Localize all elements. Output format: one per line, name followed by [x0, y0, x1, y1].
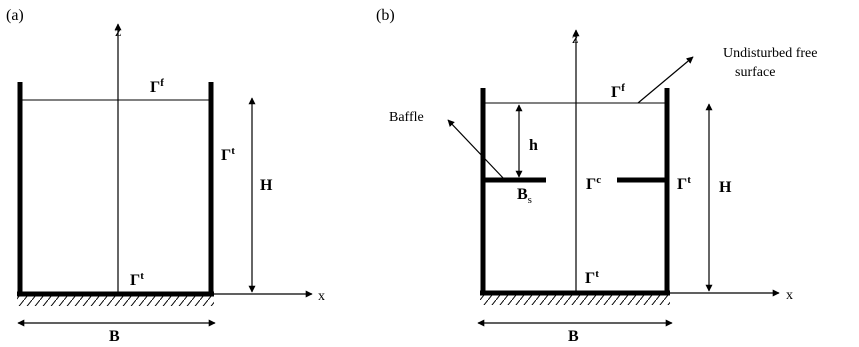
panel-b-free-surface-pointer — [637, 56, 694, 104]
panel-b-baffle-depth-label: h — [529, 137, 538, 154]
panel-b-baffle-label: Bs — [517, 186, 532, 206]
panel-a-width-label: B — [109, 328, 120, 345]
panel-b-ground-hatch — [480, 295, 670, 305]
panel-b-baffle-pointer — [447, 119, 506, 181]
panel-b-free-surface-note-line1: Undisturbed free — [723, 46, 817, 61]
panel-b-x-label: x — [786, 288, 793, 303]
panel-b: (b) z x Undisturbed free surface Baffle … — [376, 7, 817, 345]
panel-b-center-label: Γc — [586, 174, 601, 193]
panel-b-wall-label: Γt — [677, 174, 691, 193]
panel-b-free-surface-label: Γf — [611, 82, 625, 101]
panel-b-baffle-note: Baffle — [389, 110, 424, 125]
panel-a-bottom-label: Γt — [130, 270, 144, 289]
panel-a-free-surface-label: Γf — [150, 77, 164, 96]
panel-a: (a) z x Γf Γt Γt H B — [6, 7, 325, 345]
panel-b-tag: (b) — [376, 7, 395, 24]
panel-a-ground-hatch — [17, 296, 214, 306]
panel-a-height-label: H — [260, 177, 273, 194]
panel-b-free-surface-note-line2: surface — [735, 65, 775, 80]
panel-a-z-label: z — [115, 25, 121, 40]
panel-b-height-label: H — [719, 179, 732, 196]
panel-a-wall-label: Γt — [221, 145, 235, 164]
panel-a-tag: (a) — [6, 7, 24, 24]
panel-a-x-label: x — [318, 289, 325, 304]
panel-b-bottom-label: Γt — [585, 268, 599, 287]
panel-b-z-label: z — [572, 32, 578, 47]
panel-b-width-label: B — [568, 328, 579, 345]
